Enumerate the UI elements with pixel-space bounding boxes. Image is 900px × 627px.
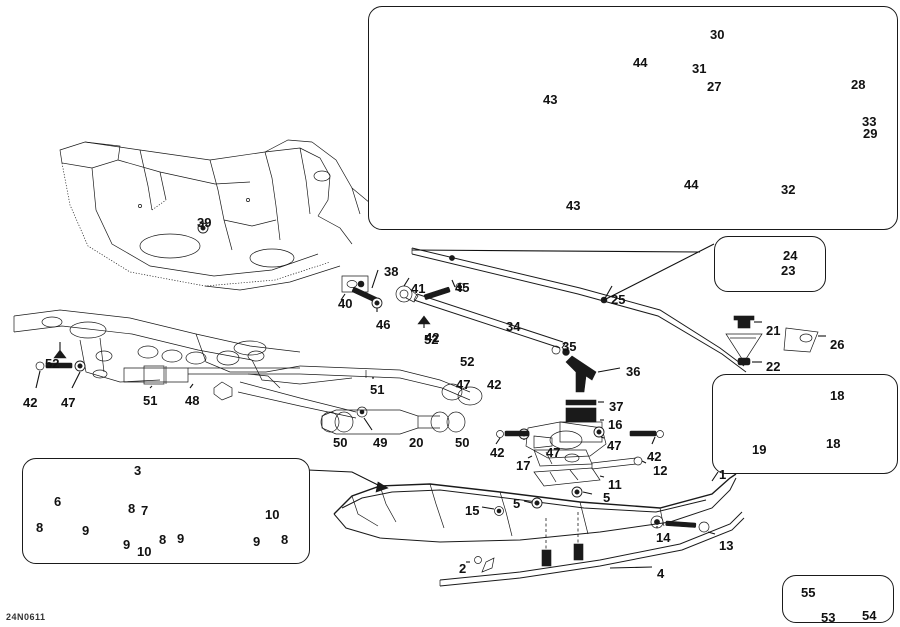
spindle-inset [712, 374, 898, 474]
callout-42b: 42 [425, 330, 440, 345]
callout-43a: 43 [543, 92, 558, 107]
callout-21: 21 [766, 323, 781, 338]
callout-9d: 9 [253, 534, 261, 549]
callout-4: 4 [657, 566, 665, 581]
callout-9a: 9 [82, 523, 90, 538]
lower-a-arm-assembly [13, 309, 483, 406]
callout-10a: 10 [137, 544, 152, 559]
callout-43b: 43 [566, 198, 581, 213]
callout-49: 49 [373, 435, 388, 450]
callout-53: 53 [821, 610, 836, 625]
tie-rod-assembly [351, 269, 664, 487]
callout-3: 3 [134, 463, 142, 478]
callout-13: 13 [719, 538, 734, 553]
callout-11: 11 [608, 477, 622, 492]
callout-46: 46 [376, 317, 391, 332]
callout-20: 20 [409, 435, 424, 450]
frame-assembly-inset [368, 6, 898, 230]
callout-8a: 8 [36, 520, 44, 535]
callout-8d: 8 [281, 532, 289, 547]
callout-35: 35 [562, 339, 577, 354]
callout-7: 7 [141, 503, 149, 518]
callout-33: 33 [862, 114, 877, 129]
callout-25: 25 [611, 292, 626, 307]
ski-handle-inset [22, 458, 310, 564]
callout-19: 19 [752, 442, 767, 457]
callout-47d: 47 [607, 438, 622, 453]
sway-bar-bushing-inset [714, 236, 826, 292]
callout-17: 17 [516, 458, 531, 473]
callout-23: 23 [781, 263, 796, 278]
ski-assembly [307, 469, 745, 587]
callout-22: 22 [766, 359, 781, 374]
callout-37: 37 [609, 399, 624, 414]
hardware-inset [782, 575, 894, 623]
callout-44b: 44 [684, 177, 699, 192]
callout-51a: 51 [143, 393, 158, 408]
callout-34: 34 [506, 319, 521, 334]
sway-bar-assembly [411, 243, 826, 373]
callout-29: 29 [863, 126, 878, 141]
callout-42a: 42 [23, 395, 38, 410]
callout-44a: 44 [633, 55, 648, 70]
callout-24: 24 [783, 248, 798, 263]
callout-42c: 42 [487, 377, 502, 392]
callout-8c: 8 [159, 532, 167, 547]
callout-39: 39 [197, 215, 212, 230]
callout-52c: 52 [460, 354, 475, 369]
callout-14: 14 [656, 530, 671, 545]
callout-5a: 5 [513, 496, 521, 511]
callout-12: 12 [653, 463, 668, 478]
callout-42e: 42 [647, 449, 662, 464]
lower-swing-arm [213, 370, 466, 435]
callout-36: 36 [626, 364, 641, 379]
callout-6: 6 [54, 494, 62, 509]
callout-30: 30 [710, 27, 725, 42]
callout-47a: 47 [61, 395, 76, 410]
callout-10b: 10 [265, 507, 280, 522]
callout-27: 27 [707, 79, 722, 94]
callout-45: 45 [455, 280, 470, 295]
callout-18a: 18 [830, 388, 845, 403]
callout-1: 1 [719, 467, 727, 482]
callout-52b: 52 [424, 332, 439, 347]
callout-52a: 52 [45, 356, 60, 371]
callout-48: 48 [185, 393, 200, 408]
callout-32: 32 [781, 182, 796, 197]
callout-26: 26 [830, 337, 845, 352]
callout-51b: 51 [370, 382, 385, 397]
callout-47c: 47 [546, 445, 561, 460]
callout-18b: 18 [826, 436, 841, 451]
callout-54: 54 [862, 608, 877, 623]
callout-50a: 50 [333, 435, 348, 450]
callout-15: 15 [465, 503, 480, 518]
chassis-frame-main [59, 139, 397, 301]
callout-5b: 5 [603, 490, 611, 505]
callout-40: 40 [338, 296, 353, 311]
callout-28: 28 [851, 77, 866, 92]
diagram-code: 24N0611 [6, 612, 46, 622]
callout-38: 38 [384, 264, 399, 279]
callout-50b: 50 [455, 435, 470, 450]
callout-42d: 42 [490, 445, 505, 460]
callout-31: 31 [692, 61, 707, 76]
callout-8b: 8 [128, 501, 136, 516]
callout-2: 2 [459, 561, 467, 576]
callout-16: 16 [608, 417, 623, 432]
callout-9b: 9 [123, 537, 131, 552]
callout-41: 41 [411, 281, 426, 296]
callout-9c: 9 [177, 531, 185, 546]
callout-55: 55 [801, 585, 816, 600]
callout-47b: 47 [456, 377, 471, 392]
